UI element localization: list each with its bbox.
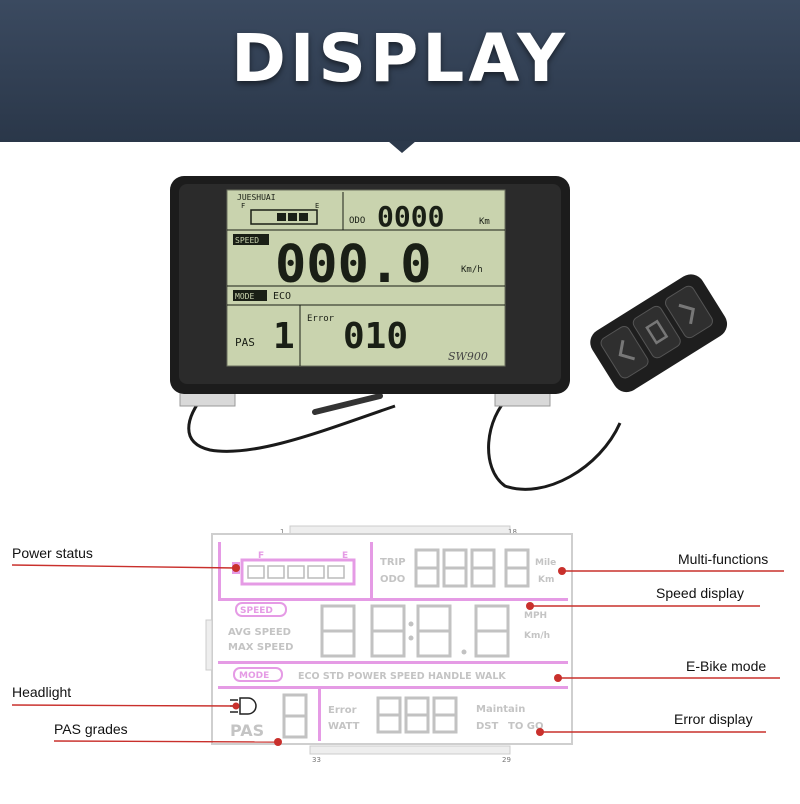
- diagram-maintain-label: Maintain: [476, 704, 525, 715]
- speed-label: SPEED: [235, 236, 259, 245]
- battery-empty-label: E: [315, 202, 319, 210]
- brand-label: JUESHUAI: [237, 193, 276, 202]
- callout-power-status: Power status: [12, 545, 93, 561]
- lcd-segment-diagram: 1 18 33 29 F E TRIP ODO Mil: [0, 520, 800, 800]
- model-label: SW900: [448, 350, 488, 363]
- battery-full-label: F: [241, 202, 245, 210]
- odo-unit: Km: [479, 217, 490, 227]
- callout-ebike-mode: E-Bike mode: [686, 658, 766, 674]
- pas-label: PAS: [235, 336, 255, 349]
- diagram-battery-icon: [240, 558, 356, 586]
- segment-diagram-svg: 1 18 33 29 F E TRIP ODO Mil: [11, 525, 784, 764]
- diagram-togo-label: TO GO: [508, 721, 544, 732]
- pin-18-label: 18: [508, 528, 517, 536]
- diagram-odo-label: ODO: [380, 574, 405, 585]
- top-pin-strip: [289, 525, 511, 535]
- diagram-dst-label: DST: [476, 721, 499, 732]
- diagram-mile-label: Mile: [535, 558, 556, 568]
- title-banner: DISPLAY: [0, 0, 800, 153]
- lcd-screen: [226, 189, 506, 367]
- device-illustration: JUESHUAI F E ODO 0000 Km SPEED 000.0 Km/…: [170, 176, 728, 491]
- diagram-mode-label: MODE: [239, 671, 269, 681]
- diagram-battery-full: F: [258, 551, 264, 561]
- battery-icon: [250, 209, 318, 225]
- diagram-pas-label: PAS: [230, 721, 264, 740]
- diagram-kmh-label: Km/h: [524, 631, 550, 641]
- odo-value: 0000: [377, 200, 444, 233]
- diagram-mph-label: MPH: [524, 611, 547, 621]
- error-value: 010: [343, 316, 408, 357]
- diagram-battery-empty: E: [342, 551, 348, 561]
- pas-value: 1: [273, 316, 295, 357]
- diagram-trip-label: TRIP: [380, 557, 406, 568]
- diagram-km-label: Km: [538, 575, 554, 585]
- banner-notch: [388, 141, 416, 153]
- device-photo: JUESHUAI F E ODO 0000 Km SPEED 000.0 Km/…: [165, 168, 745, 508]
- callout-speed-display: Speed display: [656, 585, 744, 601]
- diagram-modes-list: ECO STD POWER SPEED HANDLE WALK: [298, 671, 506, 682]
- callout-headlight: Headlight: [12, 684, 71, 700]
- diagram-odo-digits: [414, 548, 530, 588]
- diagram-error-digits: [376, 696, 458, 734]
- pin-29-label: 29: [502, 756, 511, 764]
- callout-pas-grades: PAS grades: [54, 721, 128, 737]
- diagram-error-label: Error: [328, 705, 357, 716]
- diagram-max-speed: MAX SPEED: [228, 642, 293, 653]
- remote-control: [590, 274, 728, 393]
- mode-label: MODE: [235, 292, 254, 301]
- diagram-avg-speed: AVG SPEED: [228, 627, 291, 638]
- diagram-watt-label: WATT: [328, 721, 360, 732]
- pin-33-label: 33: [312, 756, 321, 764]
- speed-value: 000.0: [275, 235, 432, 295]
- callout-multi-functions: Multi-functions: [678, 551, 768, 567]
- diagram-speed-digits: [320, 604, 510, 658]
- banner-title: DISPLAY: [231, 20, 569, 97]
- pin-1-label: 1: [280, 528, 284, 536]
- odo-label: ODO: [349, 216, 365, 226]
- callout-error-display: Error display: [674, 711, 753, 727]
- speed-unit: Km/h: [461, 265, 483, 275]
- error-label: Error: [307, 314, 335, 324]
- diagram-speed-label: SPEED: [240, 606, 273, 616]
- mode-value: ECO: [273, 291, 291, 302]
